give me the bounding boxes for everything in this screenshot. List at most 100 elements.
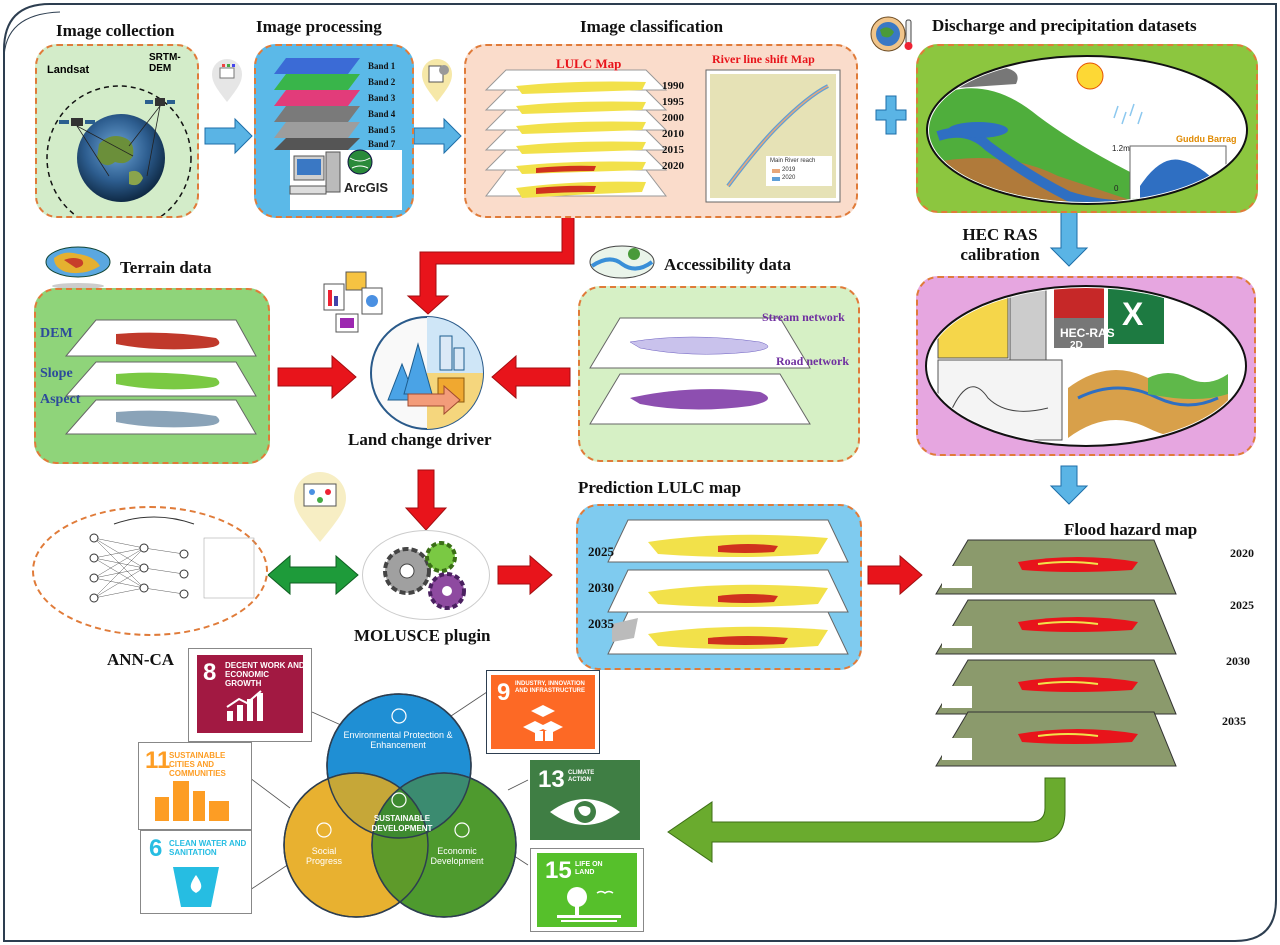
sdg-11-text: SUSTAINABLE CITIES AND COMMUNITIES bbox=[169, 751, 226, 778]
sdg-9-number: 9 bbox=[497, 679, 511, 706]
lulc-stack-image bbox=[484, 69, 841, 203]
lulc-map-label: LULC Map bbox=[556, 56, 622, 71]
landsat-label: Landsat bbox=[47, 64, 90, 76]
terrain-data-title: Terrain data bbox=[120, 258, 212, 277]
srtm-label: SRTM-DEM bbox=[149, 52, 181, 74]
money-hand-icon bbox=[454, 822, 470, 838]
lulc-year-label: 2010 bbox=[662, 128, 684, 140]
lulc-year-label: 2015 bbox=[662, 144, 684, 156]
sdg-8-card: 8 DECENT WORK AND ECONOMIC GROWTH bbox=[188, 648, 312, 742]
arrow-accessibility-to-driver bbox=[491, 354, 571, 400]
discharge-panel: 1.2m 0 Guddu Barrag bbox=[916, 44, 1258, 213]
river-legend-title: Main River reach bbox=[770, 158, 816, 164]
stream-network-label: Stream network bbox=[762, 310, 845, 324]
arrow-ann-molusce bbox=[267, 554, 359, 596]
image-classification-title: Image classification bbox=[580, 17, 724, 36]
band-label: Band 1 bbox=[368, 61, 396, 71]
tree-birds-icon bbox=[557, 887, 621, 922]
aspect-label: Aspect bbox=[40, 392, 81, 407]
people-icon bbox=[316, 822, 332, 838]
river-shift-map-label: River line shift Map bbox=[712, 52, 815, 66]
plus-icon bbox=[875, 95, 907, 135]
image-collection-panel: Landsat SRTM-DEM bbox=[35, 44, 199, 218]
sdg-13-number: 13 bbox=[538, 766, 565, 793]
settings-pin-icon bbox=[422, 59, 452, 102]
legend-swatch bbox=[772, 169, 780, 173]
satellite-icon bbox=[59, 118, 95, 126]
sdg-6-number: 6 bbox=[149, 835, 163, 862]
climate-globe-icon bbox=[870, 16, 913, 52]
river-legend-item: 2020 bbox=[782, 175, 796, 181]
band-label: Band 3 bbox=[368, 93, 396, 103]
flood-year-label: 2035 bbox=[1222, 714, 1246, 728]
satellite-icon bbox=[145, 98, 175, 106]
social-label: Social Progress bbox=[305, 846, 342, 866]
prediction-stack-image bbox=[607, 519, 849, 655]
flood-year-label: 2030 bbox=[1226, 654, 1250, 668]
excel-icon: X bbox=[1122, 296, 1144, 332]
hec-ras-panel: HEC-RAS 2D X bbox=[916, 276, 1256, 456]
gears-icon bbox=[383, 541, 466, 610]
arcgis-globe-icon bbox=[347, 149, 373, 175]
sdg-13-card: 13 CLIMATE ACTION bbox=[530, 760, 640, 840]
prediction-panel: 2025 2030 2035 bbox=[576, 504, 862, 670]
eye-globe-icon bbox=[550, 799, 620, 825]
prediction-lulc-title: Prediction LULC map bbox=[578, 478, 742, 497]
dashboard-icon bbox=[323, 271, 383, 333]
sdg-11-card: 11 SUSTAINABLE CITIES AND COMMUNITIES bbox=[138, 742, 252, 830]
image-processing-title: Image processing bbox=[256, 17, 382, 36]
arrow-hecras-to-flood bbox=[1049, 465, 1089, 505]
sdg-15-text: LIFE ON LAND bbox=[575, 861, 603, 876]
arcgis-label: ArcGIS bbox=[344, 180, 389, 195]
arrow-driver-to-molusce bbox=[404, 469, 448, 531]
arrow-terrain-to-driver bbox=[277, 354, 357, 400]
hec-ras-image bbox=[925, 285, 1247, 447]
arrow-flood-to-sdg bbox=[667, 777, 1066, 863]
river-legend-item: 2019 bbox=[782, 167, 796, 173]
sdg-15-card: 15 LIFE ON LAND bbox=[530, 848, 644, 932]
sdg-8-number: 8 bbox=[203, 659, 217, 686]
arrow-prediction-to-flood bbox=[867, 554, 923, 596]
prediction-year-label: 2035 bbox=[588, 616, 614, 631]
molusce-title: MOLUSCE plugin bbox=[354, 626, 491, 645]
lulc-year-label: 1995 bbox=[662, 96, 684, 108]
network-layers-image bbox=[589, 317, 811, 425]
sdg-15-number: 15 bbox=[545, 857, 572, 884]
sdg-6-text: CLEAN WATER AND SANITATION bbox=[169, 839, 247, 857]
flood-year-label: 2020 bbox=[1230, 546, 1254, 560]
flood-hazard-title: Flood hazard map bbox=[1064, 520, 1198, 539]
growth-chart-icon bbox=[226, 690, 263, 721]
image-processing-panel: Band 1 Band 2 Band 3 Band 4 Band 5 Band … bbox=[254, 44, 414, 218]
river-road-icon bbox=[589, 245, 655, 279]
arrow-collection-to-processing bbox=[204, 117, 253, 155]
lulc-year-label: 2000 bbox=[662, 112, 684, 124]
band-label: Band 4 bbox=[368, 109, 396, 119]
band-label: Band 7 bbox=[368, 139, 396, 149]
band-label: Band 2 bbox=[368, 77, 396, 87]
download-pin-icon bbox=[212, 59, 242, 102]
sdg-9-card: 9 INDUSTRY, INNOVATION AND INFRASTRUCTUR… bbox=[486, 670, 600, 754]
earth-satellite-image bbox=[46, 85, 192, 216]
arrow-classification-to-driver bbox=[406, 213, 575, 315]
hec-ras-2d-label: 2D bbox=[1070, 340, 1083, 351]
hec-ras-calibration-title: HEC RAS calibration bbox=[960, 225, 1040, 264]
sdg-11-number: 11 bbox=[145, 747, 171, 774]
terrain-panel: DEM Slope Aspect bbox=[34, 288, 270, 464]
road-network-label: Road network bbox=[776, 354, 850, 368]
legend-swatch bbox=[772, 177, 780, 181]
accessibility-data-title: Accessibility data bbox=[664, 255, 792, 274]
gauge-zero-label: 0 bbox=[1114, 184, 1119, 193]
land-change-driver-icon bbox=[370, 316, 484, 430]
terrain-map-icon bbox=[45, 246, 111, 289]
land-change-driver-title: Land change driver bbox=[348, 430, 492, 449]
sdg-9-text: INDUSTRY, INNOVATION AND INFRASTRUCTURE bbox=[515, 681, 585, 694]
computer-icon bbox=[289, 151, 341, 195]
lulc-year-label: 1990 bbox=[662, 80, 684, 92]
flood-hazard-stack-image bbox=[935, 539, 1177, 767]
water-glass-icon bbox=[173, 867, 219, 907]
sdg-13-text: CLIMATE ACTION bbox=[568, 770, 595, 783]
terrain-layers-image bbox=[64, 319, 257, 435]
ann-network-image bbox=[89, 516, 255, 603]
arrow-discharge-to-hecras bbox=[1049, 211, 1089, 267]
